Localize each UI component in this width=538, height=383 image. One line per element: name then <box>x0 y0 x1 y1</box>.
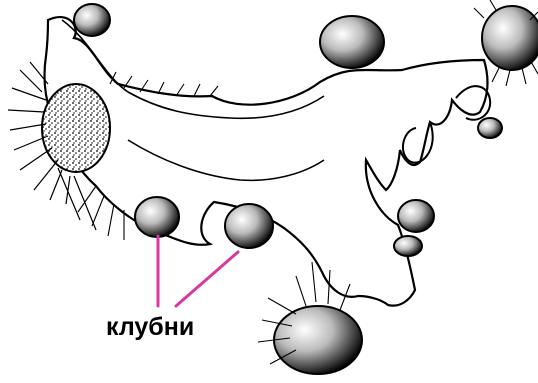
tuber-right-bottom <box>394 236 422 256</box>
root-mass-left <box>42 84 110 172</box>
tubers-label: клубни <box>106 312 194 342</box>
tuber-top-left <box>74 4 110 36</box>
leader-line-right <box>176 252 238 306</box>
label-leader-lines <box>158 236 238 306</box>
tuber-right-small <box>398 200 434 232</box>
tuber-bottom <box>274 306 362 374</box>
tuber-top-center <box>320 16 384 68</box>
tuber-right-tip <box>478 118 502 138</box>
tuber-labelled-left <box>135 197 179 237</box>
tuber-labelled-right <box>225 204 273 248</box>
